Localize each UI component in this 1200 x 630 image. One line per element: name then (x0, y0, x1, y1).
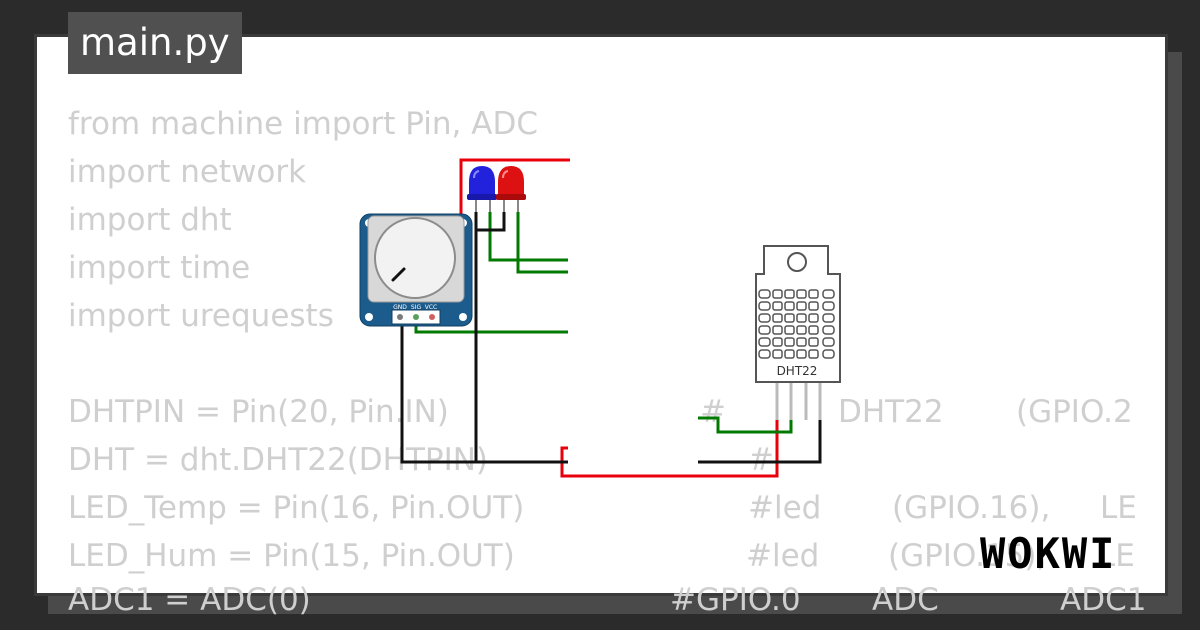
code-comment-led-temp-3: LE (1100, 490, 1137, 526)
code-comment-led-temp-1: #led (748, 490, 822, 526)
code-line-import-3: import dht (68, 202, 232, 238)
code-line-import-2: import network (68, 154, 307, 190)
preview-card (34, 34, 1168, 596)
code-comment-dhtpin-3: (GPIO.2 (1016, 394, 1133, 430)
code-comment-adc-1: #GPIO.0 (670, 582, 801, 618)
wokwi-logo: WOKWI (980, 529, 1116, 578)
file-tab[interactable]: main.py (68, 12, 242, 74)
code-comment-adc-2: ADC (872, 582, 939, 618)
code-line-adc: ADC1 = ADC(0) (68, 582, 311, 618)
code-comment-led-hum-3: LE (1098, 538, 1135, 574)
code-comment-led-hum-2: (GPIO.15), (888, 538, 1047, 574)
code-comment-led-temp-2: (GPIO.16), (892, 490, 1051, 526)
code-line-led-temp: LED_Temp = Pin(16, Pin.OUT) (68, 490, 525, 526)
code-comment-dhtpin-1: # (700, 394, 726, 430)
code-comment-dhtpin-2: DHT22 (838, 394, 944, 430)
code-line-led-hum: LED_Hum = Pin(15, Pin.OUT) (68, 538, 515, 574)
code-line-import-1: from machine import Pin, ADC (68, 106, 538, 142)
code-comment-dht-1: # (748, 442, 774, 478)
code-line-dhtpin: DHTPIN = Pin(20, Pin.IN) (68, 394, 449, 430)
code-comment-adc-3: ADC1 (1060, 582, 1146, 618)
wokwi-logo-text: WOKWI (980, 529, 1116, 578)
code-line-import-5: import urequests (68, 298, 334, 334)
code-line-dht: DHT = dht.DHT22(DHTPIN) (68, 442, 489, 478)
code-comment-led-hum-1: #led (746, 538, 820, 574)
code-line-import-4: import time (68, 250, 251, 286)
